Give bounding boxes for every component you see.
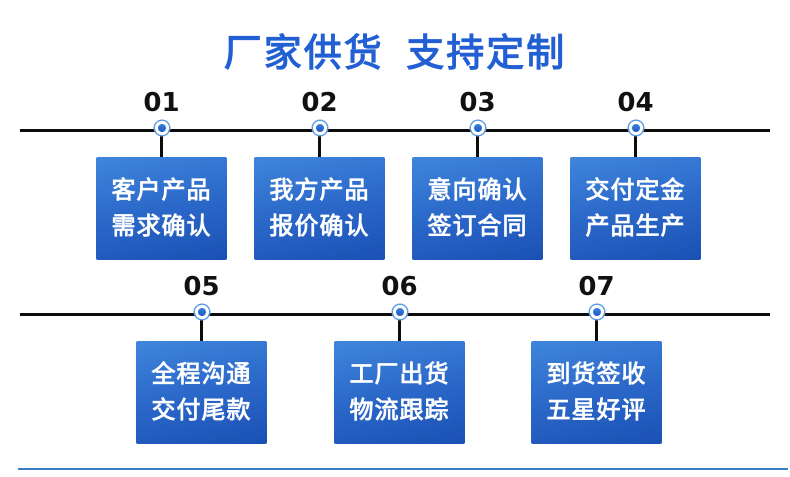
- connector-line: [476, 134, 479, 157]
- connector-line: [318, 134, 321, 157]
- page-title: 厂家供货 支持定制: [223, 33, 567, 75]
- step-box: 意向确认 签订合同: [412, 157, 543, 260]
- step-label-line1: 工厂出货: [349, 360, 450, 388]
- connector-line: [200, 318, 203, 341]
- step-box: 全程沟通 交付尾款: [136, 341, 267, 444]
- step-label-line2: 签订合同: [427, 212, 528, 240]
- step-box: 交付定金 产品生产: [570, 157, 701, 260]
- timeline-rule-row1: [20, 129, 770, 132]
- connector-line: [595, 318, 598, 341]
- step-number: 02: [301, 88, 338, 118]
- step-label-line2: 交付尾款: [151, 396, 252, 424]
- step-number: 05: [183, 272, 220, 302]
- bottom-divider: [18, 468, 788, 470]
- step-label-line1: 到货签收: [546, 360, 647, 388]
- timeline-node-icon: [470, 121, 485, 135]
- step-label-line2: 五星好评: [546, 396, 647, 424]
- step-label-line2: 产品生产: [585, 212, 686, 240]
- step-01: 01 客户产品 需求确认: [96, 88, 227, 260]
- step-label-line1: 客户产品: [111, 176, 212, 204]
- step-number: 03: [459, 88, 496, 118]
- step-05: 05 全程沟通 交付尾款: [136, 272, 267, 444]
- timeline-node-icon: [589, 305, 604, 319]
- timeline-node-icon: [194, 305, 209, 319]
- step-number: 07: [578, 272, 615, 302]
- step-02: 02 我方产品 报价确认: [254, 88, 385, 260]
- step-number: 04: [617, 88, 654, 118]
- timeline-node-icon: [392, 305, 407, 319]
- connector-line: [634, 134, 637, 157]
- step-03: 03 意向确认 签订合同: [412, 88, 543, 260]
- step-label-line1: 交付定金: [585, 176, 686, 204]
- timeline-node-icon: [312, 121, 327, 135]
- step-box: 工厂出货 物流跟踪: [334, 341, 465, 444]
- connector-line: [160, 134, 163, 157]
- timeline-node-icon: [154, 121, 169, 135]
- step-box: 客户产品 需求确认: [96, 157, 227, 260]
- step-label-line2: 物流跟踪: [349, 396, 450, 424]
- step-label-line2: 需求确认: [111, 212, 212, 240]
- step-number: 06: [381, 272, 418, 302]
- step-label-line2: 报价确认: [269, 212, 370, 240]
- step-label-line1: 意向确认: [427, 176, 528, 204]
- timeline-node-icon: [628, 121, 643, 135]
- connector-line: [398, 318, 401, 341]
- step-04: 04 交付定金 产品生产: [570, 88, 701, 260]
- step-label-line1: 我方产品: [269, 176, 370, 204]
- step-box: 到货签收 五星好评: [531, 341, 662, 444]
- step-label-line1: 全程沟通: [151, 360, 252, 388]
- step-number: 01: [143, 88, 180, 118]
- step-07: 07 到货签收 五星好评: [531, 272, 662, 444]
- step-06: 06 工厂出货 物流跟踪: [334, 272, 465, 444]
- step-box: 我方产品 报价确认: [254, 157, 385, 260]
